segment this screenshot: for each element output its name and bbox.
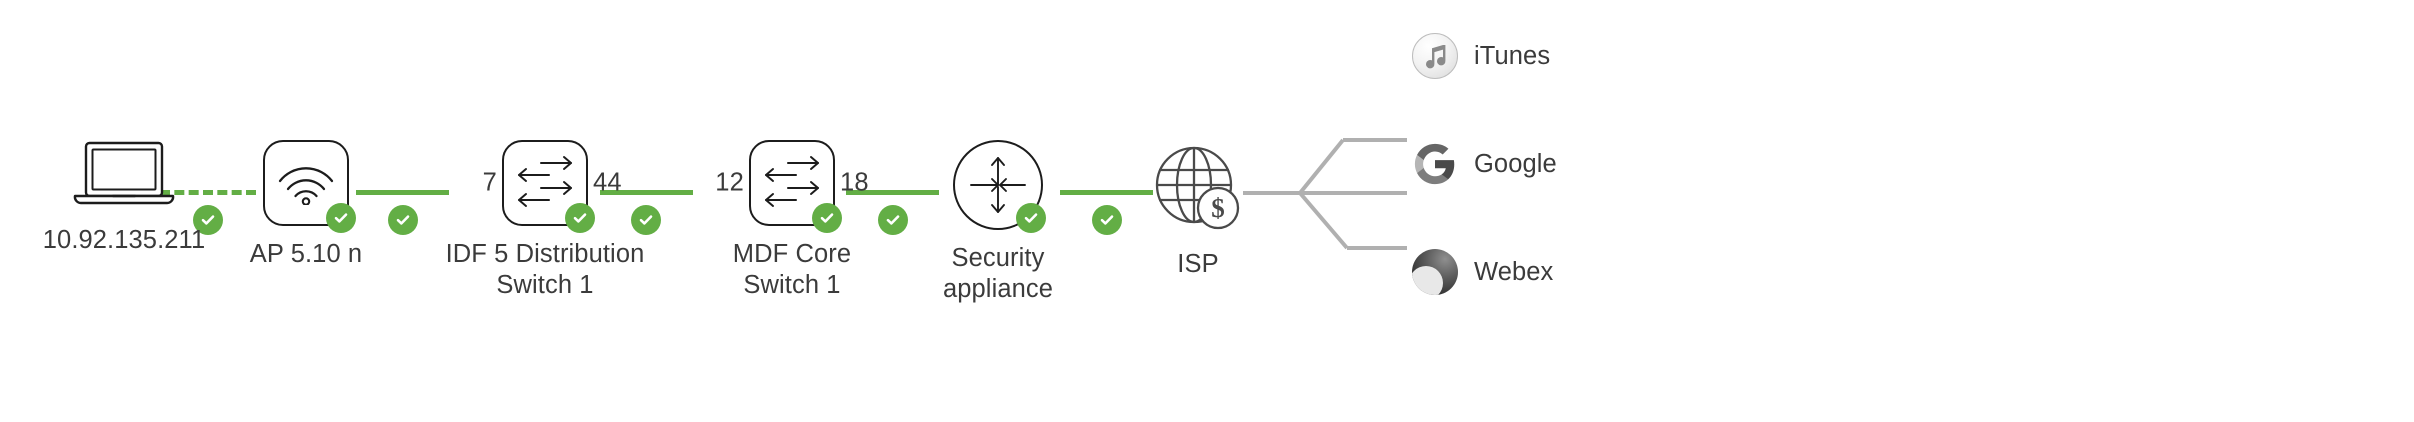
node-access-point-label: AP 5.10 n [249, 240, 363, 268]
service-itunes-label: iTunes [1474, 41, 1551, 70]
link-security-to-isp[interactable] [1060, 190, 1153, 195]
node-security-appliance-label: Security appliance [942, 244, 1054, 303]
link-client-to-ap-status-badge[interactable] [193, 205, 223, 235]
link-mdf-to-security-status-badge[interactable] [878, 205, 908, 235]
node-client[interactable]: 10.92.135.211 [24, 140, 224, 256]
laptop-glyph [69, 140, 179, 212]
node-access-point[interactable]: AP 5.10 n [216, 140, 396, 270]
branch-to-itunes-diagonal [1298, 138, 1345, 195]
security-appliance-glyph[interactable] [953, 140, 1046, 233]
itunes-icon [1412, 33, 1458, 79]
node-security-appliance-status-badge[interactable] [1016, 203, 1046, 233]
node-isp[interactable]: $ ISP [1118, 140, 1278, 280]
link-client-to-ap[interactable] [160, 190, 256, 195]
node-security-appliance[interactable]: Security appliance [908, 140, 1088, 305]
webex-crescent-shape [1412, 265, 1444, 295]
service-google[interactable]: Google [1412, 141, 1557, 187]
service-itunes[interactable]: iTunes [1412, 33, 1550, 79]
google-g-icon [1412, 141, 1458, 187]
globe-dollar-icon: $ [1155, 146, 1240, 230]
mdf-switch-port-right: 18 [840, 168, 869, 197]
link-ap-to-idf[interactable] [356, 190, 449, 195]
node-mdf-switch-label: MDF Core Switch 1 [732, 240, 852, 299]
node-idf-switch-label: IDF 5 Distribution Switch 1 [445, 240, 645, 299]
service-google-label: Google [1474, 149, 1557, 178]
node-mdf-switch[interactable]: 12 18 MDF Core Switch 1 [682, 140, 902, 301]
link-idf-to-mdf-status-badge[interactable] [631, 205, 661, 235]
laptop-icon [73, 141, 175, 205]
node-idf-switch[interactable]: 7 44 IDF 5 Distribution Switch 1 [435, 140, 655, 301]
service-webex[interactable]: Webex [1412, 249, 1553, 295]
mdf-switch-glyph[interactable]: 12 18 [715, 140, 869, 233]
idf-switch-port-left: 7 [482, 168, 497, 197]
node-mdf-switch-status-badge[interactable] [812, 203, 842, 233]
branch-to-webex-diagonal [1298, 191, 1349, 250]
switch-icon [518, 156, 572, 207]
node-access-point-status-badge[interactable] [326, 203, 356, 233]
router-icon [970, 157, 1026, 213]
switch-icon [765, 156, 819, 207]
service-webex-label: Webex [1474, 257, 1554, 286]
access-point-glyph[interactable] [263, 140, 356, 233]
node-idf-switch-status-badge[interactable] [565, 203, 595, 233]
idf-switch-port-right: 44 [593, 168, 622, 197]
idf-switch-glyph[interactable]: 7 44 [483, 140, 622, 233]
svg-text:$: $ [1211, 193, 1225, 223]
wifi-icon [278, 167, 334, 205]
link-ap-to-idf-status-badge[interactable] [388, 205, 418, 235]
mdf-switch-port-left: 12 [715, 168, 744, 197]
isp-glyph[interactable]: $ [1149, 140, 1247, 236]
link-mdf-to-security[interactable] [846, 190, 939, 195]
link-security-to-isp-status-badge[interactable] [1092, 205, 1122, 235]
node-isp-label: ISP [1177, 250, 1219, 278]
node-client-label: 10.92.135.211 [42, 226, 206, 254]
webex-icon [1412, 249, 1458, 295]
link-idf-to-mdf[interactable] [600, 190, 693, 195]
